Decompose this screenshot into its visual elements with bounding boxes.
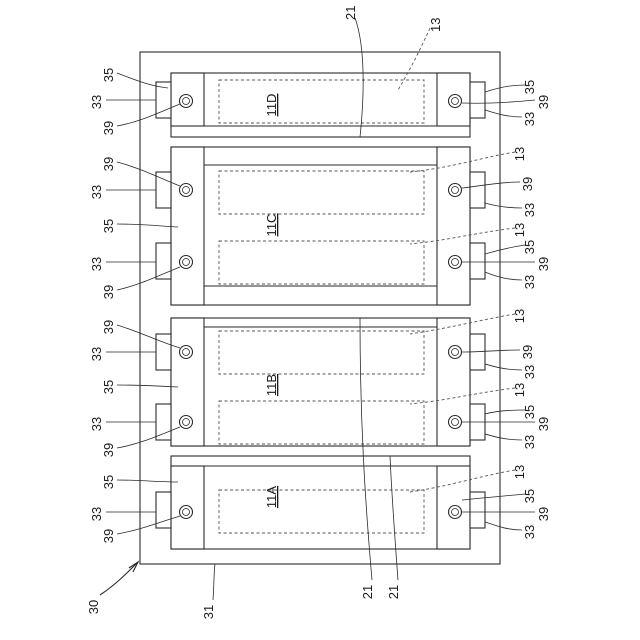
ref-numeral: 33 [522,435,537,449]
ref-numeral: 21 [386,585,401,599]
ref-numerals-bottom: 30 31 21 21 [86,585,401,619]
ref-21: 21 [343,6,358,20]
ref-numeral: 33 [89,95,104,109]
ref-numeral: 39 [101,320,116,334]
ref-numeral: 39 [101,157,116,171]
ref-numerals-left: 35 33 39 39 33 35 33 39 39 33 35 33 39 3… [89,68,116,543]
ref-numeral: 35 [522,405,537,419]
ref-numeral: 39 [536,95,551,109]
ref-numeral: 39 [520,177,535,191]
module-11a [156,456,485,549]
ref-numeral: 11B [264,374,279,396]
ref-numeral: 33 [522,365,537,379]
ref-numeral: 13 [512,147,527,161]
ref-numeral: 30 [86,600,101,614]
ref-numeral: 33 [522,112,537,126]
ref-numeral: 35 [522,80,537,94]
ref-numeral: 11A [264,486,279,508]
ref-numeral: 39 [536,257,551,271]
ref-numeral: 39 [536,417,551,431]
ref-numeral: 21 [360,585,375,599]
ref-numeral: 35 [101,475,116,489]
ref-numeral: 39 [520,345,535,359]
ref-numeral: 13 [512,223,527,237]
ref-numeral: 35 [522,240,537,254]
ref-numeral: 39 [536,507,551,521]
ref-13: 13 [428,18,443,32]
ref-numeral: 39 [101,285,116,299]
ref-numeral: 33 [89,507,104,521]
ref-numeral: 33 [89,185,104,199]
module-11b [156,318,485,446]
ref-numeral: 13 [512,383,527,397]
ref-numeral: 39 [101,443,116,457]
ref-numeral: 13 [512,309,527,323]
ref-numeral: 33 [522,275,537,289]
ref-numeral: 13 [512,465,527,479]
ref-numeral: 33 [89,257,104,271]
module-label-11c: 11C [264,214,279,237]
module-label-11b: 11B [264,374,279,396]
module-label-11a: 11A [264,486,279,508]
ref-numeral: 35 [101,219,116,233]
ref-numeral: 33 [522,203,537,217]
ref-numeral: 35 [101,68,116,82]
module-11c [156,147,485,305]
ref-numeral: 39 [101,121,116,135]
ref-numeral: 33 [89,347,104,361]
ref-numeral: 11D [264,94,279,117]
ref-numeral: 35 [522,489,537,503]
module-label-11d: 11D [264,94,279,117]
ref-numeral: 39 [101,529,116,543]
ref-numerals-right: 35 39 33 13 39 33 13 35 39 33 13 39 33 1… [512,80,551,539]
ref-numeral: 35 [101,380,116,394]
ref-numeral: 31 [201,605,216,619]
ref-numeral: 33 [522,525,537,539]
ref-numeral: 33 [89,417,104,431]
module-11d [156,73,485,137]
ref-numeral: 11C [264,214,279,237]
